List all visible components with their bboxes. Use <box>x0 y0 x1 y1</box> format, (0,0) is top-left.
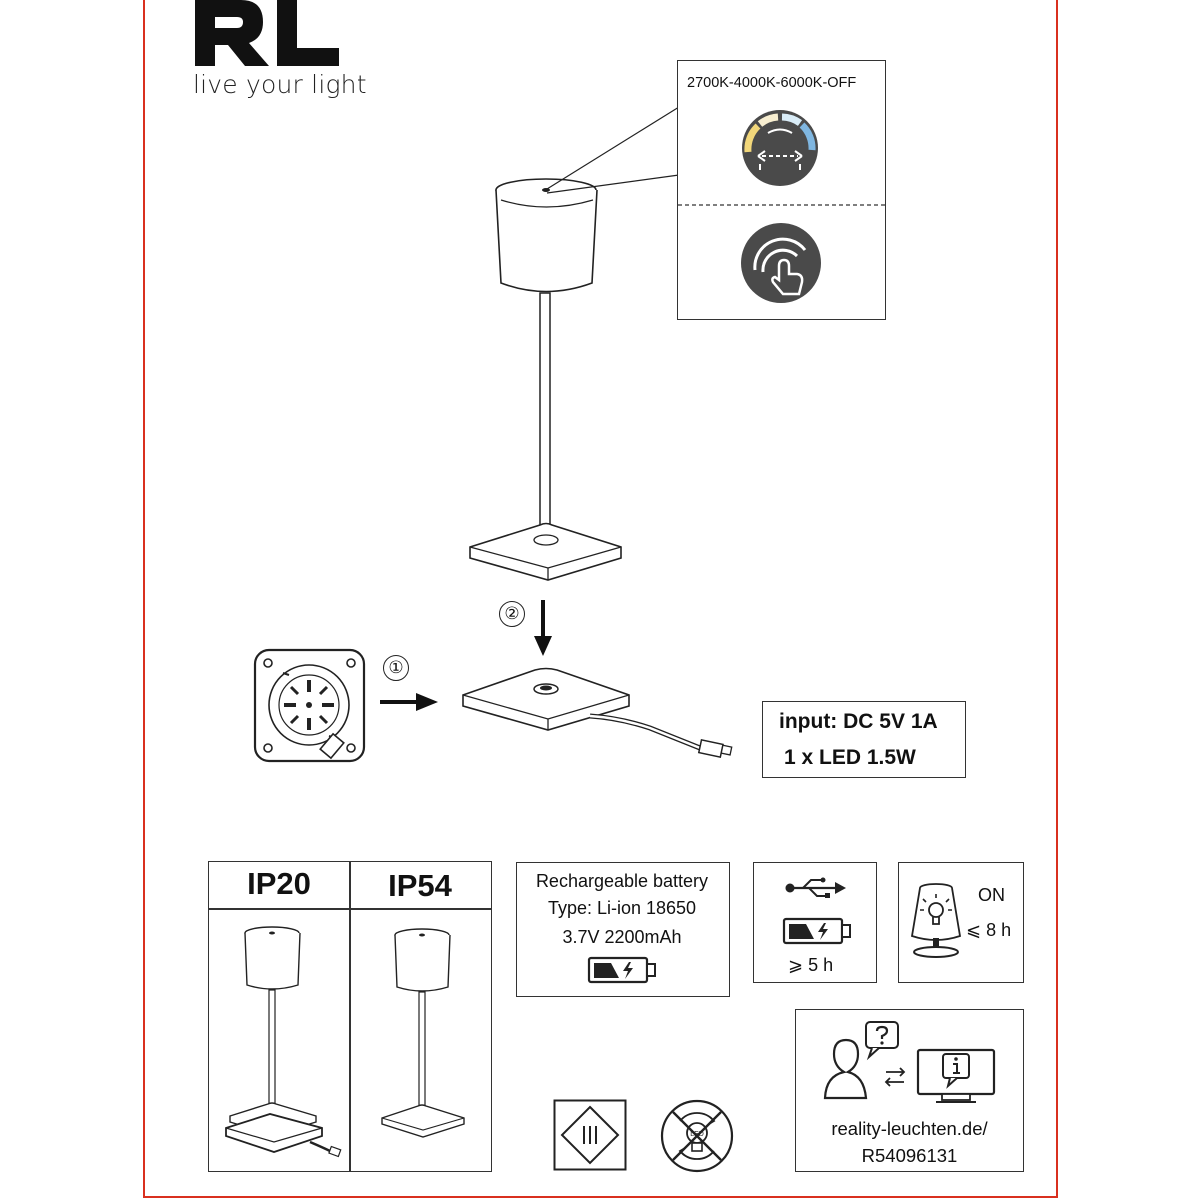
battery-charging-icon <box>587 956 656 984</box>
charging-time: ⩾ 5 h <box>788 955 834 975</box>
brand-tagline: live your light <box>193 70 367 99</box>
battery-charging-icon <box>782 917 851 945</box>
support-url[interactable]: reality-leuchten.de/ <box>831 1118 988 1139</box>
lamp-on-charger-icon <box>225 926 342 1158</box>
product-code: R54096131 <box>861 1145 958 1166</box>
ip54-label: IP54 <box>388 868 452 903</box>
usb-icon <box>785 877 846 898</box>
ip-table-column-divider <box>349 861 351 1172</box>
callout-leader-lines <box>546 106 680 194</box>
step-1-number: ① <box>383 655 409 681</box>
brand-logo: RL <box>195 0 339 66</box>
charging-base-illustration <box>462 667 733 759</box>
color-modes-label: 2700K-4000K-6000K-OFF <box>687 75 857 91</box>
touch-dimmer-icon <box>741 223 821 303</box>
down-arrow-icon <box>534 600 552 656</box>
base-underside-cable-storage-icon <box>253 648 366 763</box>
online-support-icon <box>823 1021 996 1103</box>
class-iii-safety-icon <box>553 1099 627 1171</box>
color-temperature-dial-icon <box>742 110 818 186</box>
ip20-label: IP20 <box>247 866 311 901</box>
table-lamp-illustration <box>469 178 622 581</box>
step-2-number: ② <box>499 601 525 627</box>
right-arrow-icon <box>380 693 438 711</box>
runtime-state: ON <box>978 885 1005 905</box>
runtime-time: ⩽ 8 h <box>966 920 1012 940</box>
battery-type: Type: Li-ion 18650 <box>547 898 697 918</box>
callout-dashed-divider <box>678 204 885 206</box>
page-frame <box>143 0 1058 1198</box>
specs-box <box>762 701 966 778</box>
led-rating: 1 x LED 1.5W <box>784 746 916 769</box>
lamp-standalone-icon <box>381 928 465 1138</box>
non-replaceable-led-icon: LED <box>660 1099 734 1173</box>
ip-table-header-divider <box>208 908 492 910</box>
lamp-on-icon <box>910 883 962 958</box>
battery-rating: 3.7V 2200mAh <box>562 927 682 947</box>
battery-title: Rechargeable battery <box>535 871 709 891</box>
input-rating: input: DC 5V 1A <box>779 710 938 733</box>
